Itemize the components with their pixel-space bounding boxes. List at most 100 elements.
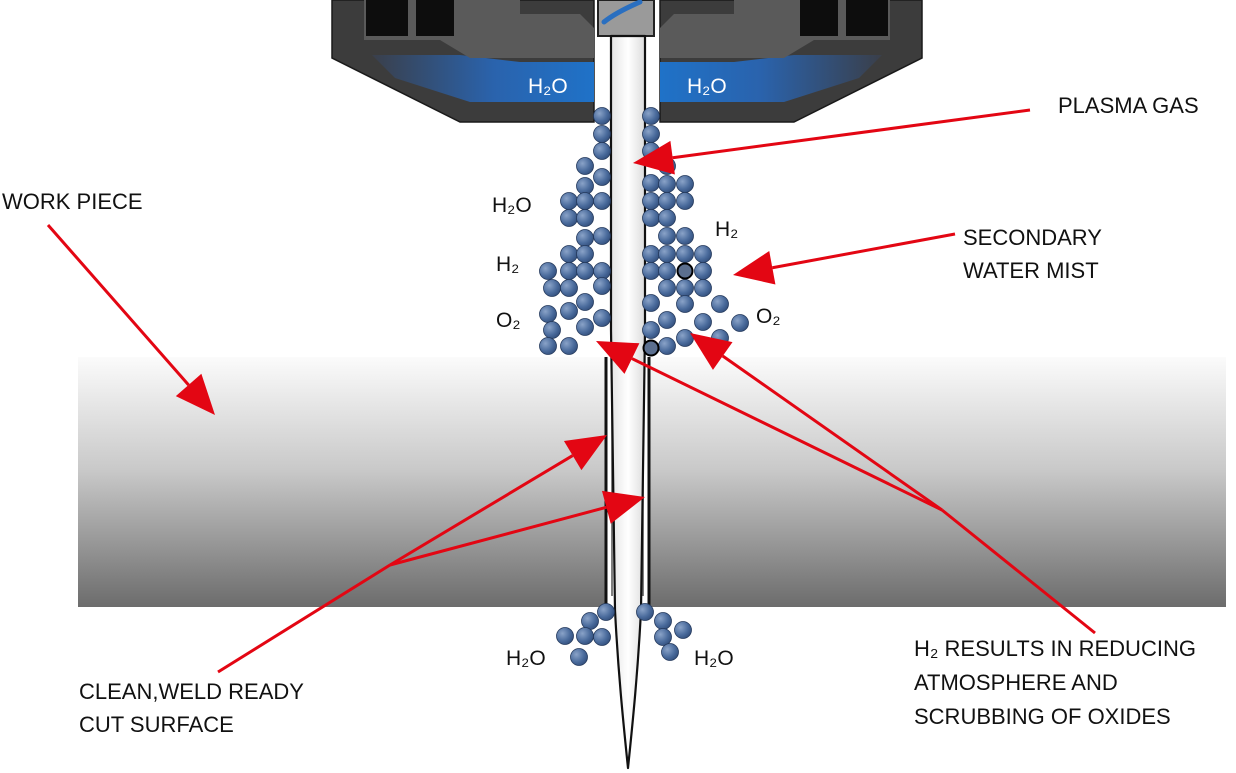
water-droplet (661, 643, 679, 661)
water-droplet (560, 262, 578, 280)
water-droplet (576, 627, 594, 645)
water-droplet (593, 227, 611, 245)
water-droplet (642, 209, 660, 227)
water-droplet (593, 277, 611, 295)
h2-right-label: H₂ (715, 218, 738, 241)
water-droplet (593, 125, 611, 143)
water-droplet (576, 157, 594, 175)
gas-bubble (642, 339, 660, 357)
water-droplet (711, 295, 729, 313)
water-droplet (642, 192, 660, 210)
water-droplet (560, 192, 578, 210)
h2-left-label: H₂ (496, 253, 519, 276)
water-droplet (694, 313, 712, 331)
water-droplet (658, 227, 676, 245)
water-droplet (674, 621, 692, 639)
water-droplet (676, 329, 694, 347)
water-droplet (676, 175, 694, 193)
secondary-mist-arrow-head (733, 251, 776, 285)
water-droplet (694, 245, 712, 263)
nozzle-right (659, 0, 923, 123)
clean-cut-trunk (217, 563, 391, 674)
water-droplet (658, 311, 676, 329)
h2-reducing-label-line1: H₂ RESULTS IN REDUCING (914, 636, 1196, 661)
water-droplet (576, 192, 594, 210)
secondary-mist-arrow-line (772, 232, 956, 270)
water-droplet (597, 603, 615, 621)
water-droplet (676, 279, 694, 297)
work-piece-label: WORK PIECE (2, 189, 143, 214)
water-droplet (694, 262, 712, 280)
plasma-gas-label: PLASMA GAS (1058, 93, 1199, 118)
water-droplet (642, 294, 660, 312)
h2-result-trunk (941, 508, 1096, 635)
secondary-water-mist-label-line1: SECONDARY (963, 225, 1102, 250)
water-droplet (658, 279, 676, 297)
plasma-arc (609, 34, 647, 770)
h2o-bottom-right-label: H₂O (694, 647, 734, 670)
water-droplet (576, 245, 594, 263)
water-droplet (576, 293, 594, 311)
pointer-arrows (46, 108, 1096, 674)
gas-bubble (676, 262, 694, 280)
h2o-left-label: H₂O (492, 194, 532, 217)
h2-result-arrow-right-line (721, 354, 943, 512)
water-droplet (676, 245, 694, 263)
water-droplet (642, 262, 660, 280)
clean-cut-arrow-lower-line (389, 505, 607, 567)
water-droplet (593, 309, 611, 327)
water-droplet (539, 337, 557, 355)
water-droplet (560, 245, 578, 263)
secondary-water-mist-label-line2: WATER MIST (963, 258, 1099, 283)
water-droplet (593, 628, 611, 646)
h2-result-arrow-left-head (596, 341, 640, 374)
h2-result-arrow-left-line (631, 357, 943, 512)
water-droplet (539, 262, 557, 280)
water-droplet (539, 305, 557, 323)
clean-cut-arrow-upper-line (389, 454, 574, 567)
water-droplet (658, 337, 676, 355)
electrode-cap (597, 0, 655, 37)
water-droplet (642, 107, 660, 125)
water-droplet (570, 648, 588, 666)
water-droplet (654, 612, 672, 630)
water-droplet (593, 142, 611, 160)
work-piece (78, 357, 1226, 607)
h2-result-arrow-right-head (690, 333, 733, 370)
water-droplet (556, 627, 574, 645)
water-droplet (658, 209, 676, 227)
water-droplet (593, 107, 611, 125)
water-droplet (543, 321, 561, 339)
water-droplet (658, 262, 676, 280)
water-droplet (560, 302, 578, 320)
water-droplet (576, 209, 594, 227)
water-droplet (654, 628, 672, 646)
clean-cut-arrow-lower-head (601, 490, 645, 524)
water-droplet (576, 318, 594, 336)
water-droplet (658, 192, 676, 210)
water-droplet (676, 192, 694, 210)
water-droplet (560, 209, 578, 227)
work-piece-arrow-head (175, 373, 215, 415)
water-droplet (593, 168, 611, 186)
water-droplet (576, 177, 594, 195)
plasma-gas-arrow-line (672, 108, 1031, 160)
water-droplet (543, 279, 561, 297)
water-droplet (560, 279, 578, 297)
h2-reducing-label-line2: ATMOSPHERE AND (914, 670, 1118, 695)
water-droplet (694, 279, 712, 297)
clean-cut-label-line2: CUT SURFACE (79, 712, 234, 737)
water-droplet (636, 603, 654, 621)
h2o-nozzle-right-label: H₂O (687, 75, 727, 98)
work-piece-arrow-line (46, 224, 190, 386)
clean-cut-label-line1: CLEAN,WELD READY (79, 679, 304, 704)
h2-reducing-label-line3: SCRUBBING OF OXIDES (914, 704, 1171, 729)
o2-left-label: O₂ (496, 309, 521, 332)
water-droplet (642, 245, 660, 263)
water-droplet (676, 227, 694, 245)
o2-right-label: O₂ (756, 305, 781, 328)
water-droplet (576, 229, 594, 247)
water-droplet (576, 262, 594, 280)
water-droplet (642, 174, 660, 192)
